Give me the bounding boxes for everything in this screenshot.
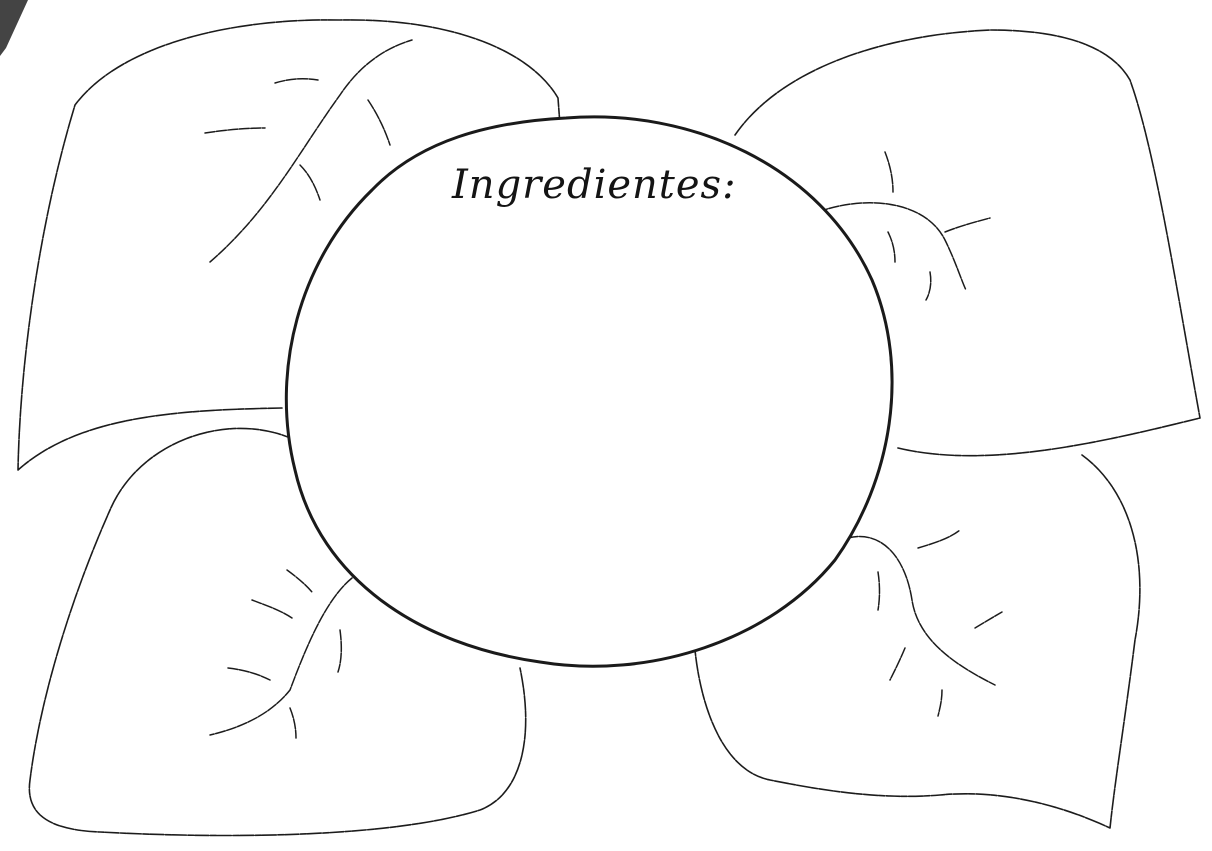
corner-mark [0, 0, 28, 56]
ingredients-heading: Ingredientes: [451, 162, 737, 208]
